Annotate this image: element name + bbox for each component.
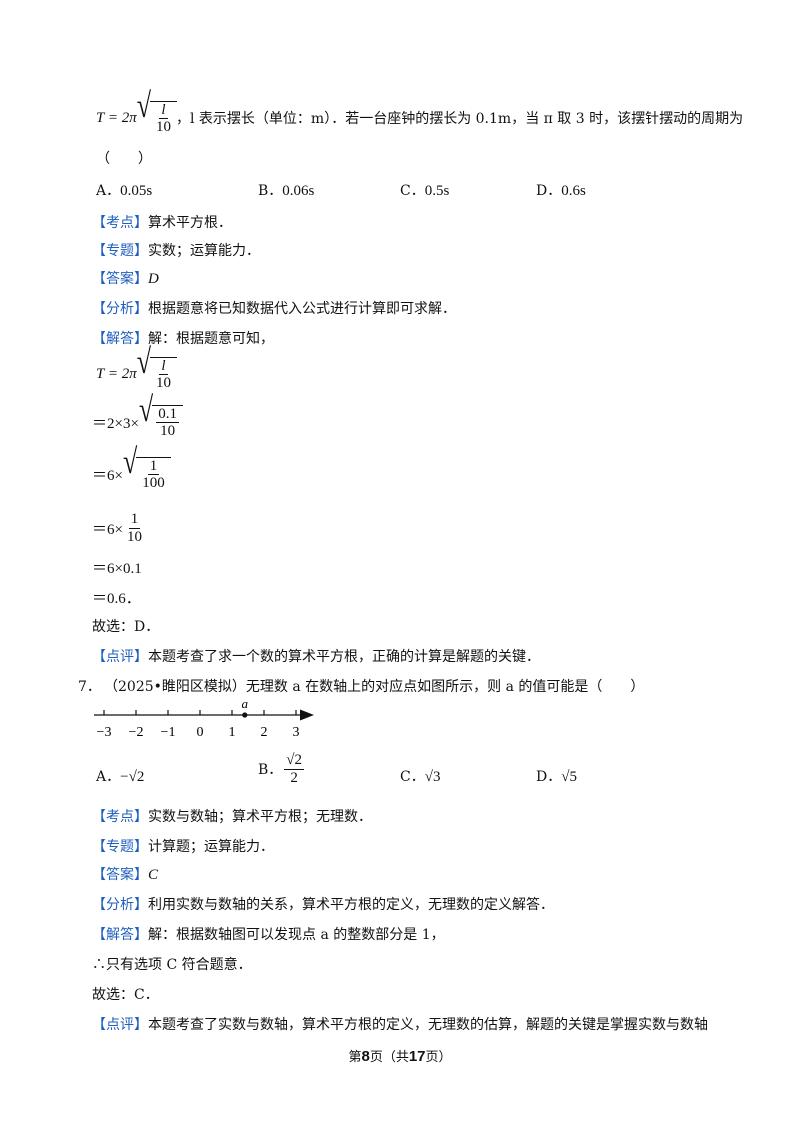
q6-step-6: ＝0.6． [92,591,141,607]
number-line-tick-label: 2 [261,725,268,740]
q6-kaodian: 【考点】算术平方根． [92,215,232,231]
point-a-label: a [242,696,249,711]
point-a-dot [242,712,248,718]
number-line-tick-label: 0 [197,725,204,740]
q7-option-d: D．√5 [536,769,577,785]
page-footer: 第8页（共17页） [348,1048,452,1065]
q6-zhuanti: 【专题】实数；运算能力． [92,243,260,259]
q7-therefore: ∴只有选项 C 符合题意． [92,957,252,973]
q6-option-a: A．0.05s [96,183,153,199]
q6-fenxi: 【分析】根据题意将已知数据代入公式进行计算即可求解． [92,301,456,317]
q7-jieda: 【解答】解：根据数轴图可以发现点 a 的整数部分是 1， [92,927,445,943]
q6-dianping: 【点评】本题考查了求一个数的算术平方根，正确的计算是解题的关键． [92,649,540,665]
q7-guxuan: 故选：C． [92,987,159,1003]
q6-option-b: B．0.06s [258,183,315,199]
q6-jieda: 【解答】解：根据题意可知， [92,331,274,347]
q6-guxuan: 故选：D． [92,619,160,635]
q6-stem-text: ，l 表示摆长（单位：m）．若一台座钟的摆长为 0.1m，当 π 取 3 时，该… [176,111,744,127]
q7-fenxi: 【分析】利用实数与数轴的关系，算术平方根的定义，无理数的定义解答． [92,897,554,913]
q7-number: 7． [78,679,101,695]
q7-dianping: 【点评】本题考查了实数与数轴，算术平方根的定义，无理数的估算，解题的关键是掌握实… [92,1017,708,1033]
q7-option-a: A．−√2 [96,769,145,785]
number-line-tick-label: 3 [293,725,300,740]
q6-blank: （ ） [96,151,152,167]
q6-option-d: D．0.6s [536,183,586,199]
arrow-right-icon [300,709,314,721]
q6-formula-lhs: T = 2π [96,109,137,126]
q6-step-5: ＝6×0.1 [92,561,142,577]
q7-kaodian: 【考点】实数与数轴；算术平方根；无理数． [92,809,372,825]
number-line-tick-label: 1 [229,725,236,740]
number-line-tick-label: −2 [129,725,144,740]
q7-stem: （2025•睢阳区模拟）无理数 a 在数轴上的对应点如图所示，则 a 的值可能是… [104,679,645,695]
q6-option-c: C．0.5s [400,183,450,199]
q7-answer: 【答案】C [92,867,159,883]
q7-option-c: C．√3 [400,769,441,785]
q7-zhuanti: 【专题】计算题；运算能力． [92,839,274,855]
number-line-tick-label: −3 [97,725,112,740]
number-line-tick-label: −1 [161,725,176,740]
number-line: −3 −2 −1 0 1 2 3 a [94,696,314,740]
q6-answer: 【答案】D [92,271,159,287]
